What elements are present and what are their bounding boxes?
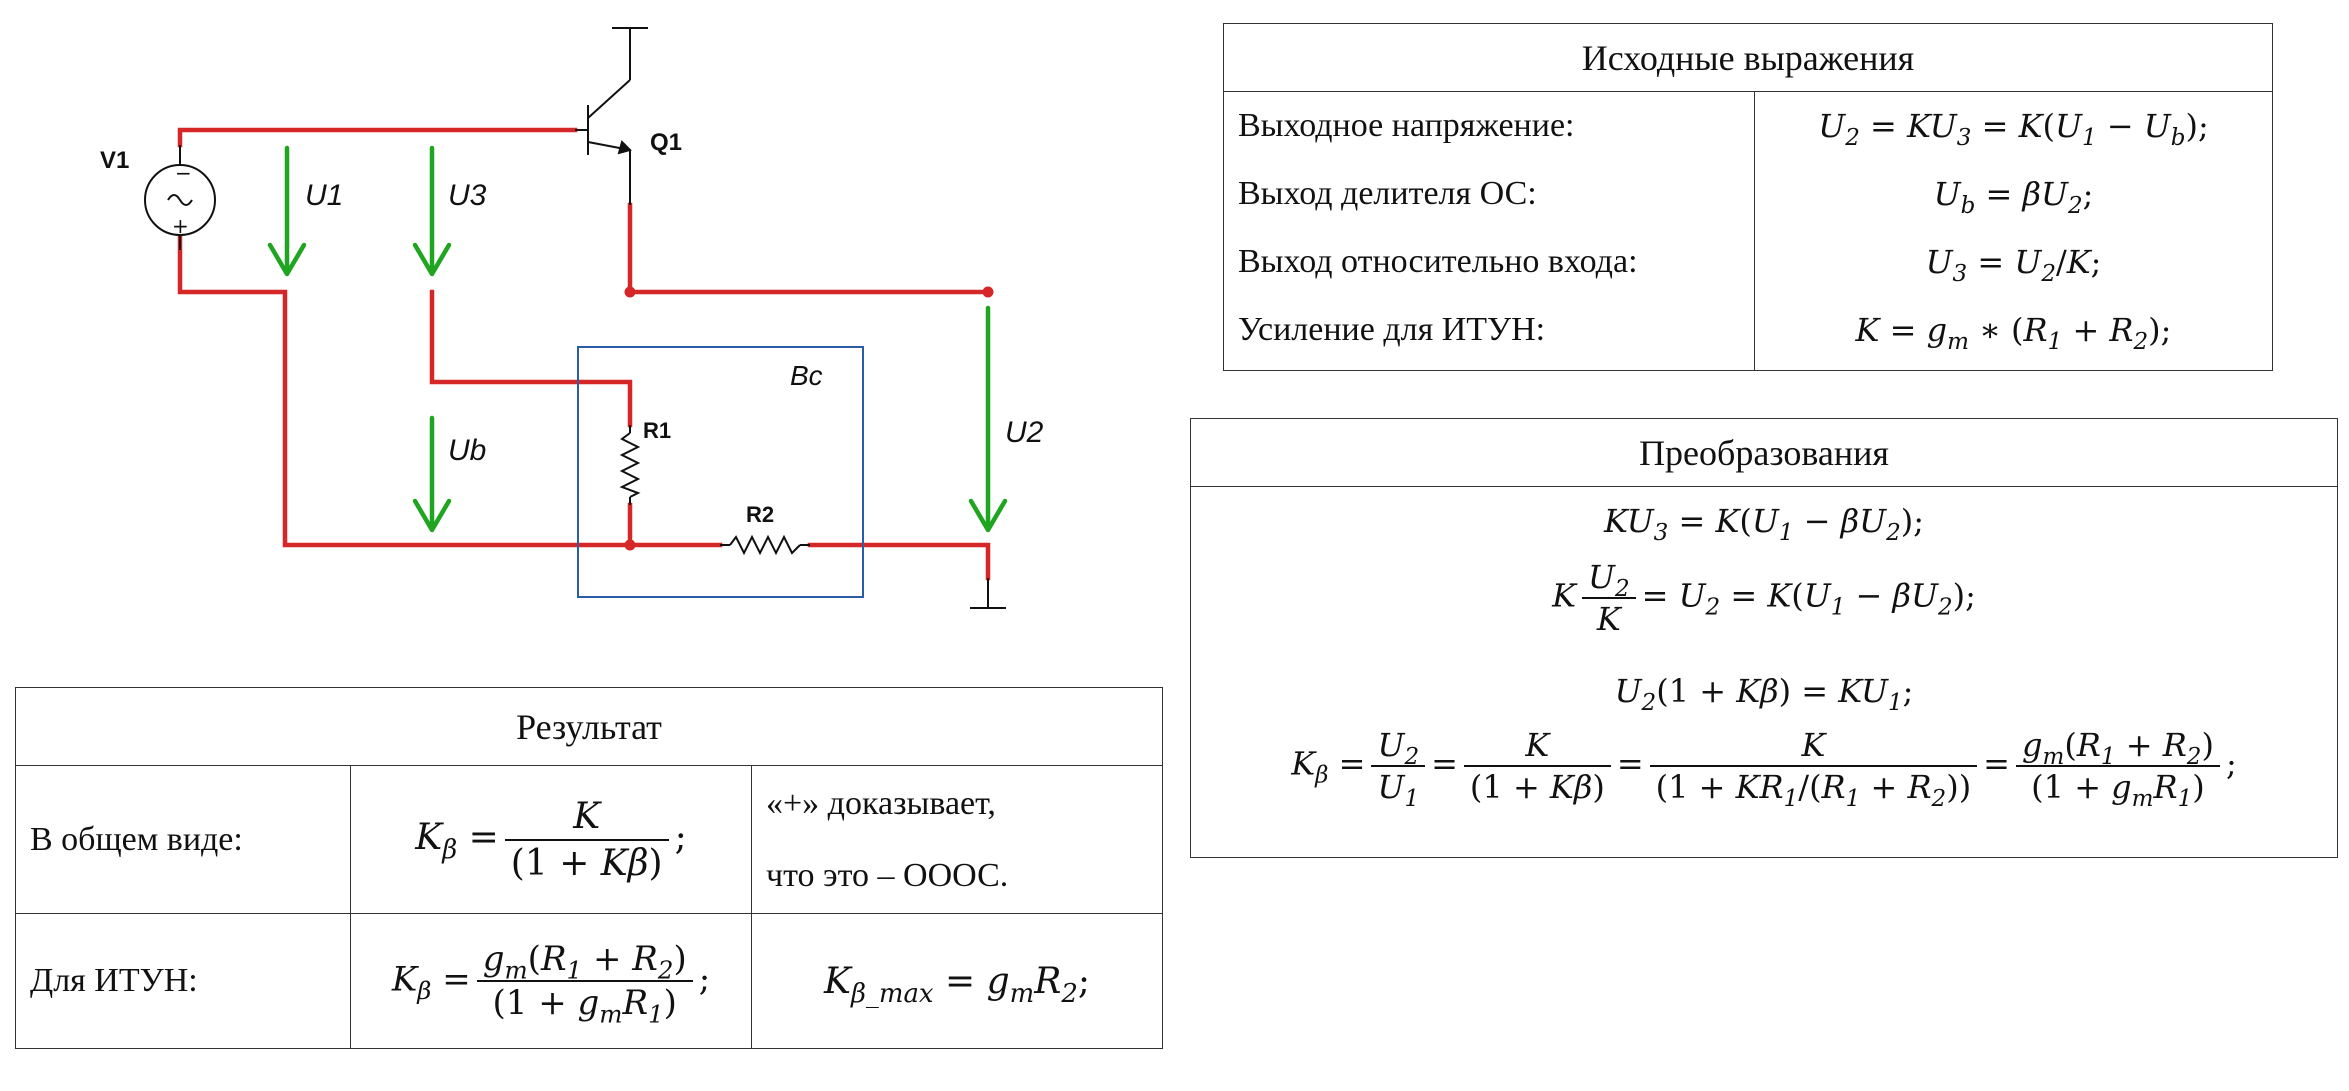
resistor-r1 [619, 432, 641, 498]
circuit-diagram: − + V1 Q1 R1 R2 Bc U1 U3 Ub U2 [100, 27, 1044, 609]
equation-output-voltage: U2 = KU3 = K(U1 − Ub); [1818, 107, 2209, 152]
transistor-q1 [587, 45, 632, 165]
result-vccs-label: Для ИТУН: [15, 913, 351, 1049]
arrow-u3 [412, 145, 452, 277]
svg-text:+: + [172, 214, 189, 238]
junction-dot [982, 286, 994, 298]
arrow-u1 [267, 145, 307, 277]
label-v1: V1 [100, 147, 129, 174]
equation-divider-output: Ub = βU2; [1933, 175, 2094, 220]
junction-dot [624, 539, 636, 551]
equation-vccs-gain: K = gm ∗ (R1 + R2); [1855, 311, 2172, 356]
initial-expressions-table: Исходные выражения Выходное напряжение: … [1223, 23, 2273, 371]
result-note-line1: «+» доказывает, [766, 784, 996, 822]
equation-result-vccs: Kβ =gm(R1 + R2)(1 + gmR1); [391, 938, 711, 1029]
wires [177, 127, 991, 581]
label-u3: U3 [448, 179, 487, 212]
equation-transform-1: KU3 = K(U1 − βU2); [1603, 502, 1925, 547]
label-u1: U1 [305, 179, 343, 212]
label-u2: U2 [1005, 416, 1044, 449]
svg-text:−: − [175, 161, 192, 185]
initial-expressions-title: Исходные выражения [1223, 23, 2273, 92]
row-label: Выход делителя ОС: [1238, 175, 1537, 212]
label-q1: Q1 [650, 129, 682, 156]
result-table: Результат В общем виде: Kβ =K(1 + Kβ); «… [15, 687, 1163, 1049]
component-leads [179, 27, 1006, 609]
voltage-arrows [267, 145, 1008, 533]
result-note-line2: что это – ОООС. [766, 856, 1009, 894]
equation-result-general: Kβ =K(1 + Kβ); [415, 795, 687, 884]
label-r2: R2 [746, 502, 774, 527]
equation-result-max: Kβ_max = gmR2; [824, 960, 1090, 1009]
arrow-u2 [968, 305, 1008, 533]
row-label: Выход относительно входа: [1238, 243, 1638, 280]
equation-transform-3: U2(1 + Kβ) = KU1; [1614, 672, 1914, 717]
transformations-title: Преобразования [1190, 418, 2338, 487]
label-r1: R1 [643, 418, 671, 443]
arrow-ub [412, 415, 452, 533]
label-bc: Bc [790, 360, 823, 391]
voltage-source-v1: − + [144, 161, 216, 238]
junction-dot [624, 286, 636, 298]
equation-output-vs-input: U3 = U2/K; [1925, 243, 2102, 288]
feedback-box-bc [577, 346, 864, 598]
resistor-r2 [729, 534, 801, 556]
row-label: Выходное напряжение: [1238, 107, 1575, 144]
label-ub: Ub [448, 434, 486, 467]
result-general-label: В общем виде: [15, 765, 351, 914]
row-label: Усиление для ИТУН: [1238, 311, 1546, 348]
result-title: Результат [15, 687, 1163, 766]
